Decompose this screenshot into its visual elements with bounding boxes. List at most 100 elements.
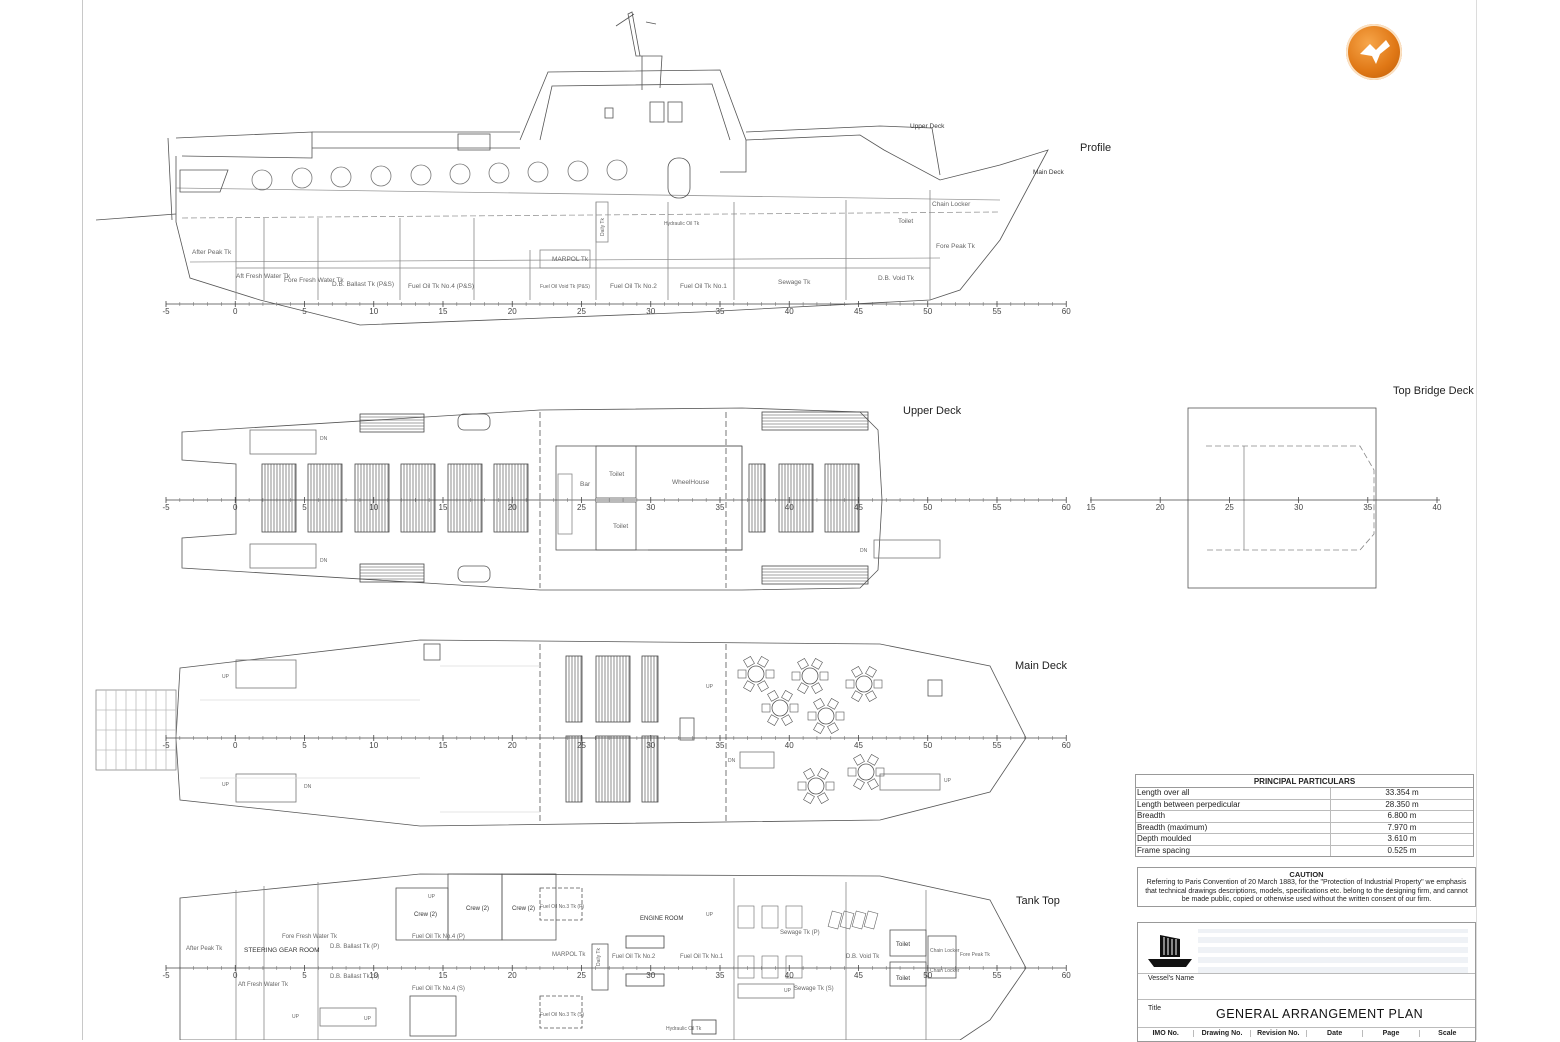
- particular-key: Depth moulded: [1136, 834, 1331, 845]
- frame-tick-label: 35: [716, 741, 725, 750]
- bench-block: [595, 735, 631, 803]
- frame-tick-label: 5: [302, 971, 307, 980]
- main-deck-view: [95, 639, 1066, 827]
- label-after-peak: After Peak Tk: [192, 249, 232, 256]
- label-up-4: UP: [944, 778, 952, 784]
- upper-deck-labels: Bar Toilet Toilet WheelHouse DN DN DN: [320, 436, 868, 564]
- tt-fore-peak: Fore Peak Tk: [960, 952, 990, 958]
- title-block-column: IMO No.: [1152, 1030, 1179, 1037]
- frame-tick-label: 5: [302, 307, 307, 316]
- particular-value: 28.350 m: [1385, 799, 1419, 809]
- label-toilet: Toilet: [898, 218, 913, 225]
- ship-logo-icon: [1148, 935, 1192, 967]
- frame-tick-label: 20: [508, 307, 517, 316]
- frame-tick-label: 25: [577, 741, 586, 750]
- frame-tick-label: 15: [439, 971, 448, 980]
- bench-block: [778, 463, 814, 533]
- caution-title: CAUTION: [1289, 870, 1324, 879]
- bench-block: [641, 655, 659, 723]
- frame-tick-label: -5: [162, 503, 170, 512]
- principal-particulars-title: PRINCIPAL PARTICULARS: [1136, 775, 1473, 788]
- berth: [737, 955, 755, 979]
- frame-tick-label: 25: [577, 503, 586, 512]
- bench-block: [641, 735, 659, 803]
- frame-tick-label: 45: [854, 741, 863, 750]
- frame-tick-label: 50: [923, 503, 932, 512]
- frame-tick-label: 10: [369, 971, 378, 980]
- frame-tick-label: 25: [1225, 503, 1234, 512]
- tt-crew-3: Crew (2): [512, 906, 535, 912]
- frame-tick-label: 0: [233, 503, 238, 512]
- frame-tick-label: 40: [1433, 503, 1442, 512]
- round-table: [737, 656, 775, 692]
- frame-tick-label: 55: [993, 307, 1002, 316]
- drawing-title-block: Vessel's Name Title GENERAL ARRANGEMENT …: [1137, 922, 1476, 1042]
- title-block-column: Date: [1305, 1030, 1362, 1037]
- tt-aft-fresh: Aft Fresh Water Tk: [238, 982, 289, 988]
- frame-tick-label: 50: [923, 307, 932, 316]
- frame-tick-label: 20: [508, 971, 517, 980]
- top-bridge-deck-view: [1090, 407, 1440, 589]
- frame-tick-label: 30: [646, 307, 655, 316]
- label-dn-3: DN: [860, 548, 868, 554]
- berth: [761, 955, 779, 979]
- bench-block: [565, 655, 583, 723]
- tt-fore-fresh: Fore Fresh Water Tk: [282, 934, 338, 940]
- label-bar: Bar: [580, 481, 591, 488]
- bird-icon: [1360, 40, 1390, 64]
- frame-tick-label: 5: [302, 741, 307, 750]
- frame-tick-label: 0: [233, 971, 238, 980]
- round-table: [847, 754, 885, 790]
- label-dn-1: DN: [320, 436, 328, 442]
- frame-tick-label: 55: [993, 741, 1002, 750]
- label-wheelhouse: WheelHouse: [672, 479, 710, 486]
- upper-deck-view: [166, 407, 1066, 591]
- label-db-void: D.B. Void Tk: [878, 275, 915, 282]
- frame-tick-label: 30: [646, 971, 655, 980]
- berth: [851, 910, 867, 930]
- label-sewage: Sewage Tk: [778, 279, 811, 286]
- label-up-2: UP: [222, 782, 230, 788]
- particular-value: 0.525 m: [1387, 845, 1417, 855]
- label-up-1: UP: [222, 674, 230, 680]
- particular-row: Breadth (maximum)7.970 m: [1136, 822, 1473, 834]
- profile-view: [95, 11, 1066, 326]
- frame-tick-label: 40: [785, 503, 794, 512]
- frame-tick-label: 45: [854, 971, 863, 980]
- side-bench: [359, 413, 425, 433]
- main-deck-labels: UP UP DN UP DN UP: [222, 674, 952, 790]
- label-daily: Daily Tk: [600, 218, 606, 236]
- view-title-main-deck: Main Deck: [1015, 660, 1067, 672]
- frame-tick-label: 55: [993, 503, 1002, 512]
- label-dn-5: DN: [728, 758, 736, 764]
- berth: [839, 910, 855, 930]
- tt-chain-locker-2: Chain Locker: [930, 968, 960, 974]
- particular-key: Breadth (maximum): [1136, 822, 1331, 833]
- particular-value: 6.800 m: [1387, 811, 1417, 820]
- profile-labels: Upper Deck Main Deck Toilet Chain Locker…: [192, 123, 1064, 290]
- tt-up-3: UP: [784, 988, 792, 994]
- tt-hydraulic: Hydraulic Oil Tk: [666, 1026, 702, 1032]
- bench-block: [565, 735, 583, 803]
- sheet-border-left: [82, 0, 83, 1040]
- tt-engine: ENGINE ROOM: [640, 916, 683, 922]
- berth: [785, 955, 803, 979]
- frame-tick-label: 20: [508, 503, 517, 512]
- frame-tick-label: 10: [369, 741, 378, 750]
- frame-tick-label: 50: [923, 741, 932, 750]
- tank-top-labels: After Peak Tk STEERING GEAR ROOM Aft Fre…: [186, 894, 990, 1032]
- berth: [761, 905, 779, 929]
- label-toilet-1: Toilet: [609, 471, 624, 478]
- view-title-upper-deck: Upper Deck: [903, 405, 962, 417]
- label-fore-peak: Fore Peak Tk: [936, 243, 976, 250]
- title-label: Title: [1148, 1005, 1161, 1012]
- label-fuel1: Fuel Oil Tk No.1: [680, 283, 727, 290]
- label-fore-fresh: Fore Fresh Water Tk: [284, 277, 344, 284]
- frame-tick-label: 35: [1363, 503, 1372, 512]
